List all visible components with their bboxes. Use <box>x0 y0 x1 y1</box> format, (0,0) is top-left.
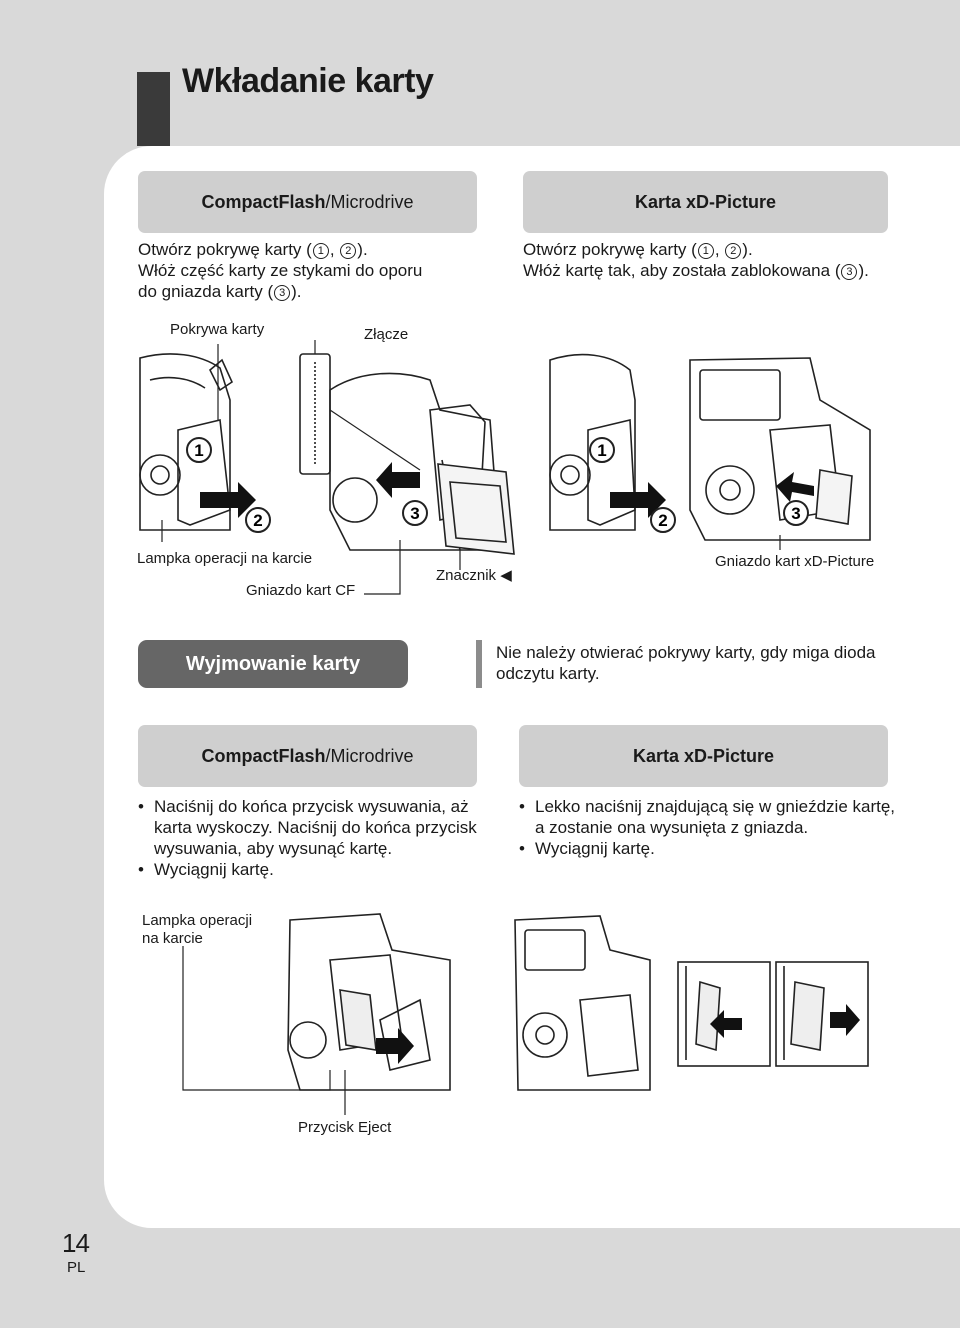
card-insertion-illustration: 1 2 3 1 2 3 <box>139 340 871 595</box>
label-eject-button: Przycisk Eject <box>298 1119 392 1136</box>
step3-marker-cf <box>402 500 428 526</box>
step1-marker-left <box>186 437 212 463</box>
cf-insert-text: Otwórz pokrywę karty (1, 2). Włóż część … <box>138 240 423 301</box>
svg-text:2: 2 <box>658 511 667 530</box>
leader-access-lamp-bottom <box>182 946 331 1091</box>
label-access-lamp-bottom: Lampka operacji na karcie <box>142 912 253 947</box>
eject-arrow-cf <box>376 1028 414 1064</box>
step2-marker-right <box>650 507 676 533</box>
label-mark: Znacznik ◀ <box>436 567 512 584</box>
detail-box-pull <box>775 961 869 1067</box>
xd-removal-steps: Lekko naciśnij znajdującą się w gnieździ… <box>519 796 919 859</box>
xd-header: Karta xD-Picture <box>523 171 888 233</box>
camera-body-removal-xd <box>514 915 651 1091</box>
page-language: PL <box>67 1259 86 1276</box>
label-connector: Złącze <box>364 326 409 343</box>
list-item: Lekko naciśnij znajdującą się w gnieździ… <box>519 796 919 838</box>
insert-arrow-cf <box>376 462 420 498</box>
removal-section-pill: Wyjmowanie karty <box>138 640 408 688</box>
press-arrow-xd <box>710 1010 742 1038</box>
page-number: 14 <box>62 1228 90 1258</box>
label-cf-slot: Gniazdo kart CF <box>246 582 356 599</box>
dial-control-left <box>139 454 181 496</box>
label-access-lamp: Lampka operacji na karcie <box>137 550 313 567</box>
slide-arrow-left <box>200 482 256 518</box>
camera-body-right <box>549 353 636 531</box>
cf-removal-header: CompactFlash/Microdrive <box>138 725 477 787</box>
label-xd-slot: Gniazdo kart xD-Picture <box>715 553 875 570</box>
slide-arrow-right <box>610 482 666 518</box>
camera-body-left <box>139 353 231 531</box>
label-card-cover: Pokrywa karty <box>170 321 265 338</box>
page-title: Wkładanie karty <box>182 62 434 100</box>
xd-removal-header: Karta xD-Picture <box>519 725 888 787</box>
card-cover-left <box>177 419 231 526</box>
insert-arrow-xd <box>776 472 814 502</box>
cf-card <box>437 463 515 555</box>
svg-text:2: 2 <box>253 511 262 530</box>
cf-removal-steps: Naciśnij do końca przycisk wysuwania, aż… <box>138 796 498 880</box>
camera-body-far-right <box>689 357 871 541</box>
camera-body-removal-cf <box>287 913 451 1091</box>
removal-note: Nie należy otwierać pokrywy karty, gdy m… <box>496 643 876 683</box>
pull-arrow-xd <box>830 1004 860 1036</box>
card-removal-illustration <box>182 913 869 1115</box>
svg-text:1: 1 <box>597 441 606 460</box>
step2-marker-left <box>245 507 271 533</box>
svg-text:3: 3 <box>791 504 800 523</box>
list-item: Wyciągnij kartę. <box>519 838 919 859</box>
detail-box-press <box>677 961 771 1067</box>
dial-control-right <box>549 454 591 496</box>
dial-control-middle <box>332 477 378 523</box>
note-marker-bar <box>476 640 482 688</box>
dial-control-far-right <box>705 465 755 515</box>
list-item: Naciśnij do końca przycisk wysuwania, aż… <box>138 796 498 859</box>
cf-card-ejecting <box>339 989 377 1051</box>
svg-text:1: 1 <box>194 441 203 460</box>
list-item: Wyciągnij kartę. <box>138 859 498 880</box>
svg-text:3: 3 <box>410 504 419 523</box>
cf-header: CompactFlash/Microdrive <box>138 171 477 233</box>
xd-insert-text: Otwórz pokrywę karty (1, 2). Włóż kartę … <box>523 240 869 280</box>
xd-card <box>815 469 853 525</box>
title-marker-bar <box>137 72 170 146</box>
step3-marker-xd <box>783 500 809 526</box>
leader-cf-slot <box>364 540 401 595</box>
step1-marker-right <box>589 437 615 463</box>
